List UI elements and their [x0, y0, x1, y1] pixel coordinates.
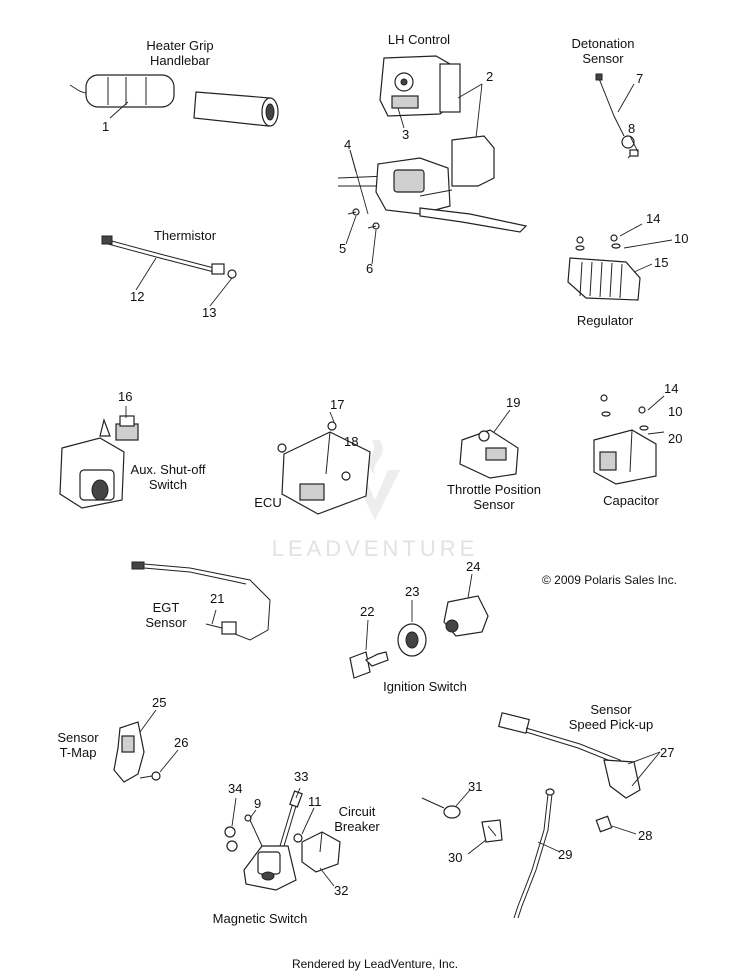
copyright-notice: © 2009 Polaris Sales Inc.: [542, 573, 677, 587]
callout-9: 9: [254, 796, 262, 811]
callout-32: 32: [334, 883, 349, 898]
capacitor-part: [593, 394, 665, 485]
callout-15: 15: [654, 255, 669, 270]
circuit-breaker-part: [293, 807, 341, 887]
callout-12: 12: [130, 289, 145, 304]
label-circuit-breaker: Circuit Breaker: [334, 804, 380, 834]
label-thermistor: Thermistor: [153, 228, 217, 243]
label-heater-grip: Heater Grip Handlebar: [146, 38, 214, 68]
callout-34: 34: [228, 781, 243, 796]
callout-20: 20: [668, 431, 683, 446]
callout-4: 4: [344, 137, 352, 152]
callout-24: 24: [466, 559, 481, 574]
ignition-switch-part: [349, 573, 489, 679]
callout-25: 25: [152, 695, 167, 710]
speed-sensor-part: [497, 712, 661, 835]
callout-8: 8: [628, 121, 636, 136]
callout-5: 5: [339, 241, 347, 256]
tmap-sensor-part: [113, 709, 179, 783]
callout-18: 18: [344, 434, 359, 449]
label-sensor-tmap: Sensor T-Map: [57, 730, 99, 760]
pin-part: [421, 789, 471, 819]
callout-3: 3: [402, 127, 410, 142]
label-lh-control: LH Control: [387, 32, 451, 47]
detonation-sensor-part: [595, 73, 639, 159]
callout-22: 22: [360, 604, 375, 619]
callout-21: 21: [210, 591, 225, 606]
label-magnetic-switch: Magnetic Switch: [212, 911, 308, 926]
clip-part: [467, 819, 503, 855]
callout-13: 13: [202, 305, 217, 320]
callout-11: 11: [308, 794, 322, 809]
label-aux-shutoff: Aux. Shut-off Switch: [130, 462, 206, 492]
callout-2: 2: [486, 69, 494, 84]
label-capacitor: Capacitor: [603, 493, 659, 508]
callout-27: 27: [660, 745, 675, 760]
callout-19: 19: [506, 395, 521, 410]
callout-7: 7: [636, 71, 644, 86]
egt-sensor-part: [131, 561, 271, 641]
watermark-text: LEADVENTURE: [271, 536, 479, 561]
callout-10a: 10: [674, 231, 689, 246]
callout-1: 1: [102, 119, 110, 134]
callout-16: 16: [118, 389, 133, 404]
callout-10b: 10: [668, 404, 683, 419]
thermistor-part: [101, 235, 237, 307]
label-regulator: Regulator: [576, 313, 634, 328]
label-throttle-position: Throttle Position Sensor: [447, 482, 541, 512]
lh-control-part: [337, 55, 528, 265]
callout-23: 23: [405, 584, 420, 599]
callout-29: 29: [558, 847, 573, 862]
callout-14a: 14: [646, 211, 661, 226]
throttle-position-part: [459, 409, 519, 479]
label-egt-sensor: EGT Sensor: [145, 600, 187, 630]
label-ecu: ECU: [254, 495, 282, 510]
footer-credit: Rendered by LeadVenture, Inc.: [291, 957, 459, 971]
magnetic-switch-part: [224, 787, 303, 891]
label-ignition-switch: Ignition Switch: [383, 679, 467, 694]
callout-28: 28: [638, 828, 653, 843]
regulator-part: [567, 223, 673, 301]
label-sensor-speed: Sensor Speed Pick-up: [568, 702, 654, 732]
callout-14b: 14: [664, 381, 679, 396]
callout-17: 17: [330, 397, 345, 412]
aux-shutoff-part: [59, 406, 139, 509]
callout-33: 33: [294, 769, 309, 784]
cable-tie-part: [513, 788, 561, 919]
callout-26: 26: [174, 735, 189, 750]
ecu-part: [277, 411, 371, 515]
callout-6: 6: [366, 261, 374, 276]
label-detonation-sensor: Detonation Sensor: [571, 36, 635, 66]
callout-30: 30: [448, 850, 463, 865]
callout-31: 31: [468, 779, 483, 794]
heater-grip-part: [69, 74, 279, 127]
